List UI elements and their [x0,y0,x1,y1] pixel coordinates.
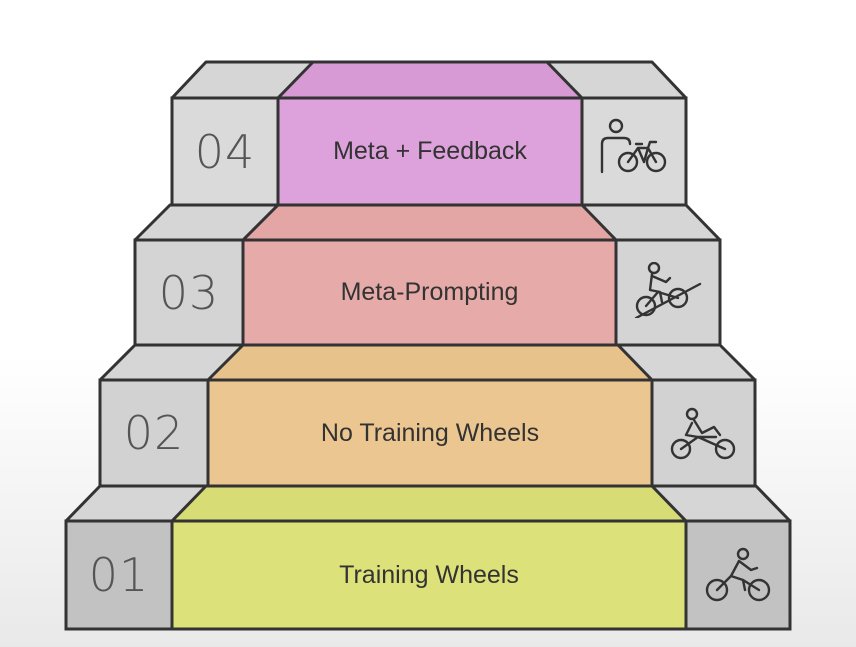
uphill-cyclist-icon [634,262,702,318]
step-01-label: Training Wheels [339,560,519,589]
step-03 [133,203,722,347]
step-01-number: 01 [88,548,150,602]
step-04-label: Meta + Feedback [333,137,527,165]
step-01-top-band [170,484,688,523]
step-03-label: Meta-Prompting [340,278,519,306]
step-01 [64,484,792,631]
step-03-number: 03 [158,265,220,320]
cyclist-riding-icon [670,407,736,460]
coach-with-bicycle-icon [600,118,667,174]
step-03-top-band [241,203,618,242]
step-02-number: 02 [123,406,185,460]
step-03-band [241,238,618,347]
step-02-band [206,378,654,488]
cyclist-icon [705,547,771,602]
step-02-label: No Training Wheels [320,418,540,447]
step-01-band [170,519,688,631]
step-04 [170,60,688,207]
step-04-band [276,96,584,207]
step-02-top-band [206,343,654,382]
step-04-top-band [276,60,584,100]
step-04-number: 04 [194,124,256,179]
